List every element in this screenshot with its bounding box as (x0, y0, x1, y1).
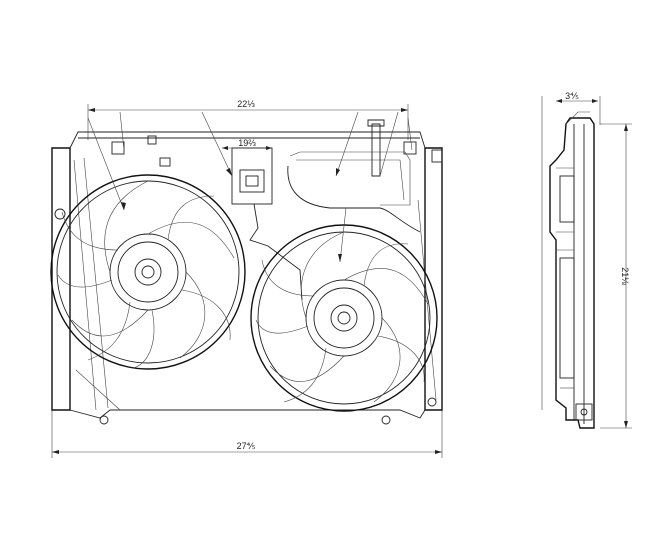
side-right-dimension: 21⅛ (600, 123, 632, 429)
side-top-dimension: 3⅘ (541, 91, 601, 410)
front-view: 22⅓ 19⅔ 27⅘ (50, 99, 443, 458)
leader-lines (87, 111, 413, 263)
side-top-dimension-label: 3⅘ (565, 91, 579, 101)
inner-dimension-label: 19⅔ (238, 138, 256, 148)
side-view: 3⅘ 21⅛ (541, 91, 632, 429)
top-dimension: 22⅓ (87, 99, 409, 140)
bottom-dimension-label: 27⅘ (237, 441, 256, 451)
side-right-dimension-label: 21⅛ (620, 267, 630, 285)
right-fan (250, 224, 438, 412)
bottom-dimension: 27⅘ (51, 410, 443, 458)
wiring-connector (231, 119, 421, 301)
shroud-frame (51, 131, 443, 425)
side-profile (549, 111, 595, 429)
left-fan (50, 174, 246, 370)
top-dimension-label: 22⅓ (237, 99, 255, 109)
